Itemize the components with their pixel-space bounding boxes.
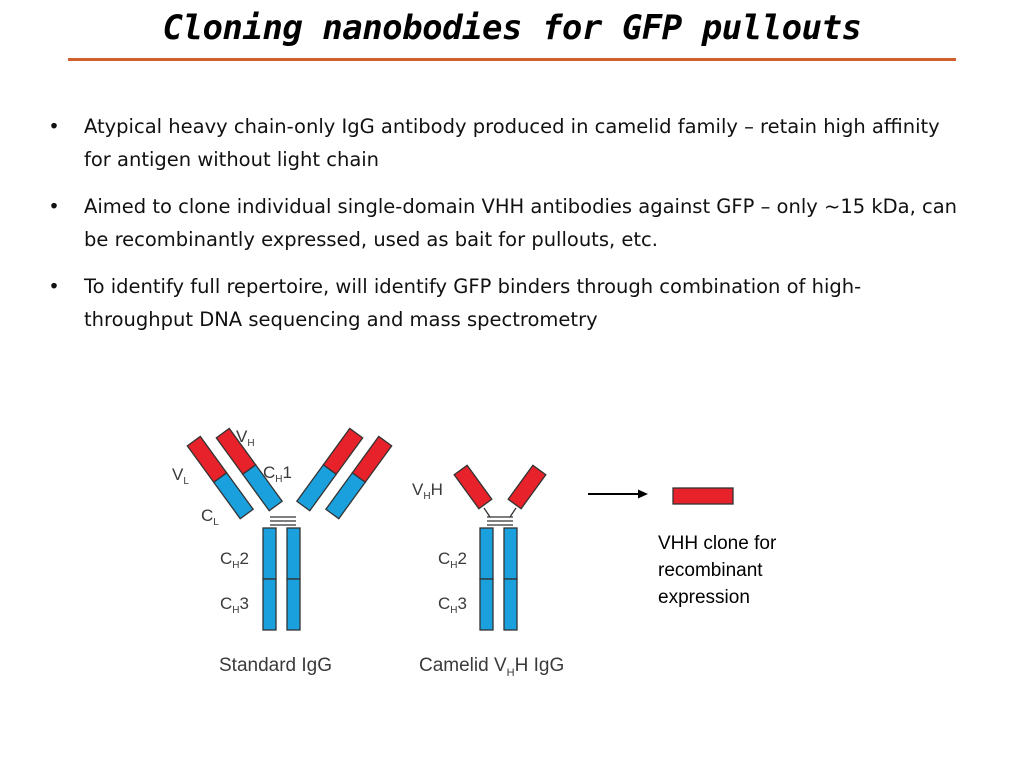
slide-title: Cloning nanobodies for GFP pullouts — [162, 8, 862, 48]
camelid-ch3-right — [503, 578, 518, 631]
ch2-domain-right — [286, 527, 301, 580]
title-underline — [68, 58, 956, 61]
label-camelid-ch2: CH2 — [438, 549, 467, 571]
standard-igg-structure — [186, 427, 393, 631]
vhh-domain-left — [453, 464, 493, 510]
label-cl: CL — [201, 506, 219, 528]
ch3-domain-left — [262, 578, 277, 631]
standard-igg-caption: Standard IgG — [219, 655, 332, 676]
bullet-marker: • — [48, 275, 60, 298]
camelid-igg-structure — [453, 464, 547, 631]
cl-domain-left — [212, 471, 255, 520]
vhh-domain-right — [507, 464, 547, 510]
ch1-domain-left — [241, 463, 284, 512]
camelid-igg-caption: Camelid VHH IgG — [419, 655, 564, 679]
label-vl: VL — [172, 465, 189, 487]
bullet-text-2: Aimed to clone individual single-domain … — [84, 195, 958, 251]
hinge-line — [483, 507, 491, 518]
camelid-ch2-left — [479, 527, 494, 580]
label-vhh: VHH — [412, 480, 443, 502]
bullet-list: • Atypical heavy chain-only IgG antibody … — [44, 110, 964, 350]
label-ch3: CH3 — [220, 594, 249, 616]
bullet-item-1: • Atypical heavy chain-only IgG antibody … — [44, 110, 964, 176]
camelid-ch3-left — [479, 578, 494, 631]
vhh-clone-caption: VHH clone for recombinant expression — [658, 533, 777, 608]
bullet-item-3: • To identify full repertoire, will ident… — [44, 270, 964, 336]
hinge-line — [509, 507, 517, 518]
ch1-domain-right — [295, 463, 338, 512]
antibody-diagram: VH VL CH1 CL CH2 CH3 Standard IgG VHH — [172, 427, 734, 679]
label-camelid-ch3: CH3 — [438, 594, 467, 616]
bullet-text-3: To identify full repertoire, will identi… — [84, 275, 862, 331]
ch2-domain-left — [262, 527, 277, 580]
bullet-text-1: Atypical heavy chain-only IgG antibody p… — [84, 115, 940, 171]
ch3-domain-right — [286, 578, 301, 631]
label-ch1: CH1 — [263, 463, 292, 485]
arrow-icon — [588, 489, 648, 499]
bullet-marker: • — [48, 115, 60, 138]
bullet-marker: • — [48, 195, 60, 218]
camelid-ch2-right — [503, 527, 518, 580]
label-vh: VH — [236, 427, 255, 449]
bullet-item-2: • Aimed to clone individual single-domain… — [44, 190, 964, 256]
label-ch2: CH2 — [220, 549, 249, 571]
vhh-clone-domain — [672, 487, 734, 505]
cl-domain-right — [324, 471, 367, 520]
